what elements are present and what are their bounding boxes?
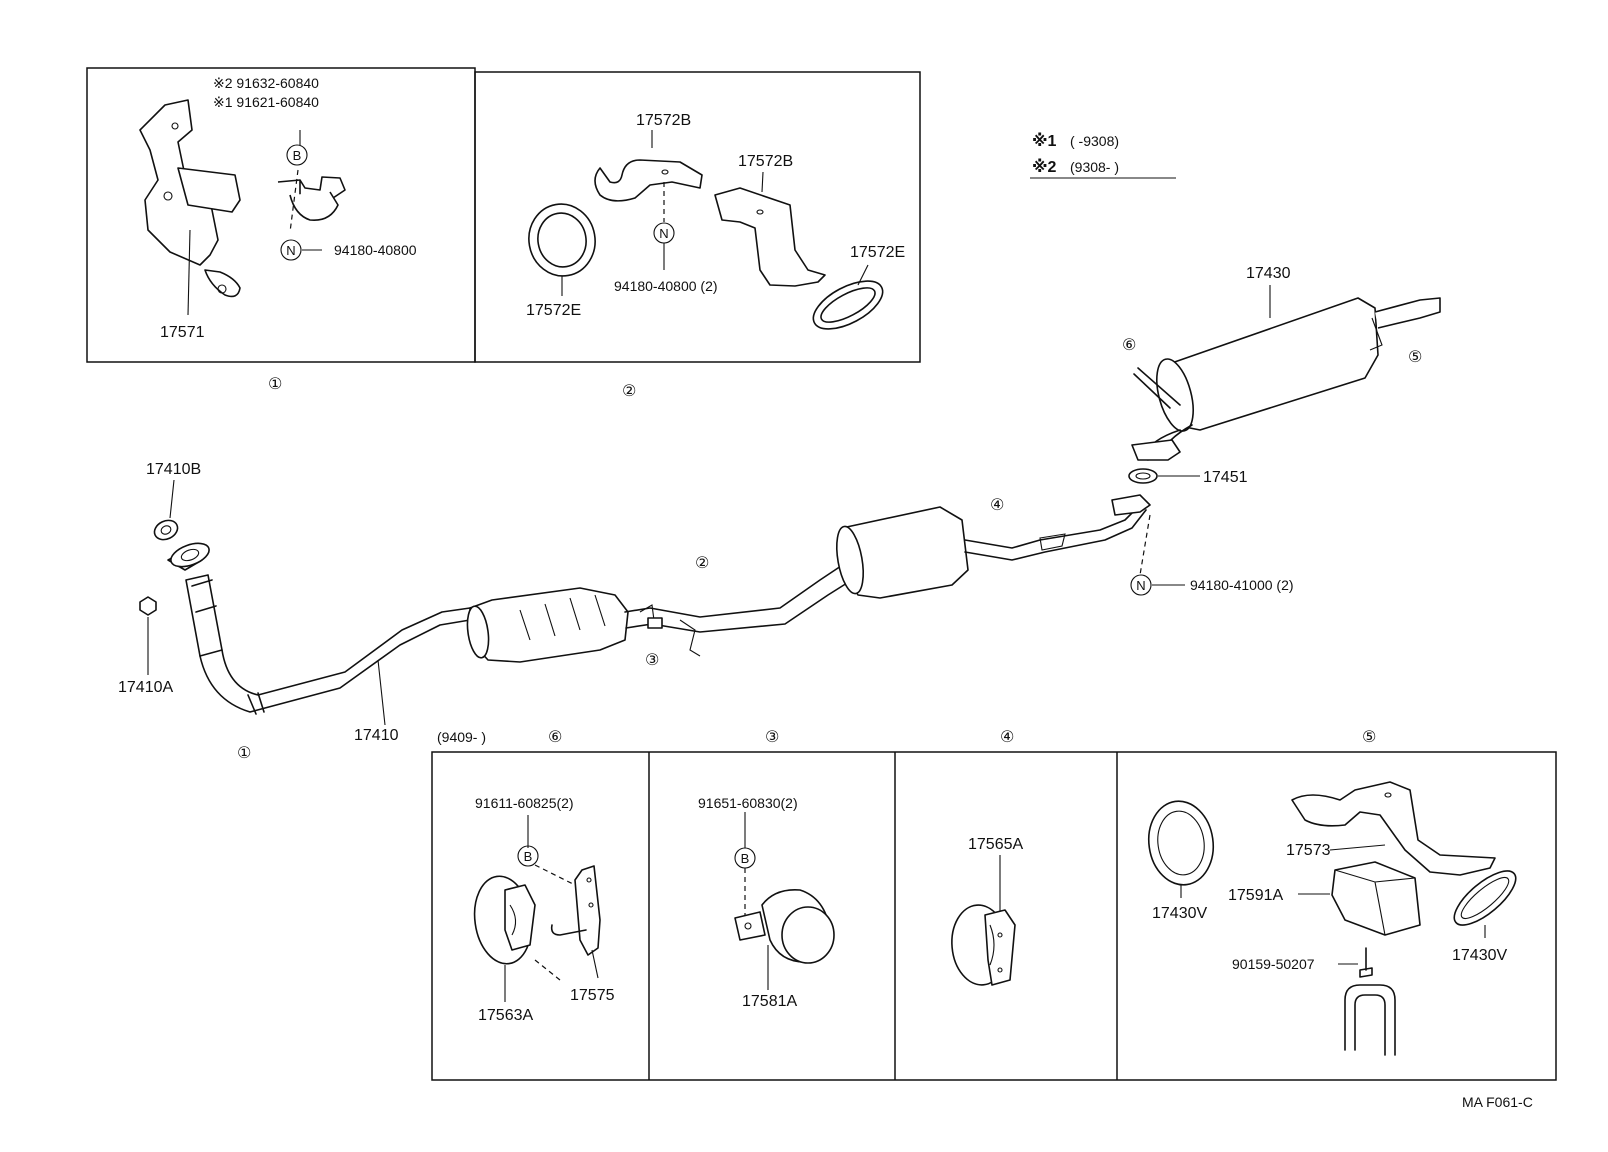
label-17430: 17430 [1246, 265, 1291, 282]
panel3-ref: ③ [765, 729, 779, 746]
ring-17572E-right [812, 264, 884, 330]
label-17573: 17573 [1286, 842, 1331, 859]
label-91632-60840: ※2 91632-60840 [213, 75, 319, 91]
inset-box-1 [86, 67, 476, 363]
nut-n-mark-tail: N [1136, 578, 1145, 593]
ref-1-inset: ① [268, 376, 282, 393]
label-17565A: 17565A [968, 836, 1023, 853]
panel4-ref: ④ [1000, 729, 1014, 746]
nut-n-marker-tail: N [1130, 574, 1152, 596]
bolt-b-marker-6: B [517, 845, 539, 867]
nut-n-marker-2: N [653, 222, 675, 270]
bracket-17572B-top [594, 130, 703, 222]
label-90159-50207: 90159-50207 [1232, 956, 1315, 972]
label-17410A: 17410A [118, 679, 173, 696]
center-muffler [466, 559, 856, 663]
label-91651-60830: 91651-60830(2) [698, 795, 798, 811]
legend-notes: ※1 ( -9308) ※2 (9308- ) [1030, 132, 1176, 179]
bolt-b-marker-3: B [734, 847, 756, 869]
panel3-drawing [734, 812, 835, 990]
ref-circle-1-inset: ① [268, 376, 282, 393]
gasket-17410B [153, 479, 179, 541]
ring-17572E-left [528, 203, 596, 296]
panel6-ref: ⑥ [548, 729, 562, 746]
bracket-17572B-right [714, 171, 826, 287]
label-17572B-right: 17572B [738, 153, 793, 170]
ref-4-main: ④ [990, 497, 1004, 514]
bottom-panels-frame [431, 751, 1557, 1081]
label-17571: 17571 [160, 324, 205, 341]
label-17581A: 17581A [742, 993, 797, 1010]
nut-n-marker-1: N [280, 239, 302, 261]
legend-range-1: ( -9308) [1070, 133, 1119, 149]
front-pipe-17410 [167, 542, 471, 726]
panel6-range: (9409- ) [437, 729, 486, 745]
figure-code: MA F061-C [1462, 1094, 1533, 1110]
panel4-drawing [951, 855, 1016, 986]
ref-1-main: ① [237, 745, 251, 762]
legend-range-2: (9308- ) [1070, 159, 1119, 175]
nut-n-mark-1: N [286, 243, 295, 258]
panel5-ref: ⑤ [1362, 729, 1376, 746]
label-94180-41000: 94180-41000 (2) [1190, 577, 1294, 593]
label-17563A: 17563A [478, 1007, 533, 1024]
main-muffler [835, 504, 1147, 599]
label-17430V-left: 17430V [1152, 905, 1207, 922]
label-17410: 17410 [354, 727, 399, 744]
ref-2-main: ② [695, 555, 709, 572]
bolt-b-mark-1: B [293, 148, 302, 163]
inset-box-2 [474, 71, 921, 363]
label-91621-60840: ※1 91621-60840 [213, 94, 319, 110]
label-17572E-right: 17572E [850, 244, 905, 261]
label-17410B: 17410B [146, 461, 201, 478]
ref-3-main: ③ [645, 652, 659, 669]
label-17575: 17575 [570, 987, 615, 1004]
label-94180-40800-2: 94180-40800 (2) [614, 278, 718, 294]
ref-6-main: ⑥ [1122, 337, 1136, 354]
legend-mark-2: ※2 [1032, 158, 1057, 176]
label-17451: 17451 [1203, 469, 1248, 486]
clamp-drawing [277, 130, 346, 251]
panel5-drawing [1147, 781, 1517, 1056]
panel6-drawing [473, 815, 601, 1002]
bracket-17571-drawing [139, 99, 241, 316]
legend-mark-1: ※1 [1032, 132, 1057, 150]
bolt-b-mark-3: B [741, 851, 750, 866]
nut-17410A [139, 596, 157, 675]
label-17572E-left: 17572E [526, 302, 581, 319]
ref-5-main: ⑤ [1408, 349, 1422, 366]
bolt-b-mark-6: B [524, 849, 533, 864]
label-17430V-right: 17430V [1452, 947, 1507, 964]
label-17591A: 17591A [1228, 887, 1283, 904]
ref-2-inset: ② [622, 383, 636, 400]
label-91611-60825: 91611-60825(2) [475, 795, 574, 811]
bolt-b-marker-1: B [286, 144, 308, 166]
label-17572B-top: 17572B [636, 112, 691, 129]
tail-flange [1111, 468, 1200, 586]
label-94180-40800: 94180-40800 [334, 242, 417, 258]
nut-n-mark-2: N [659, 226, 668, 241]
tail-muffler-17430 [1131, 285, 1441, 461]
